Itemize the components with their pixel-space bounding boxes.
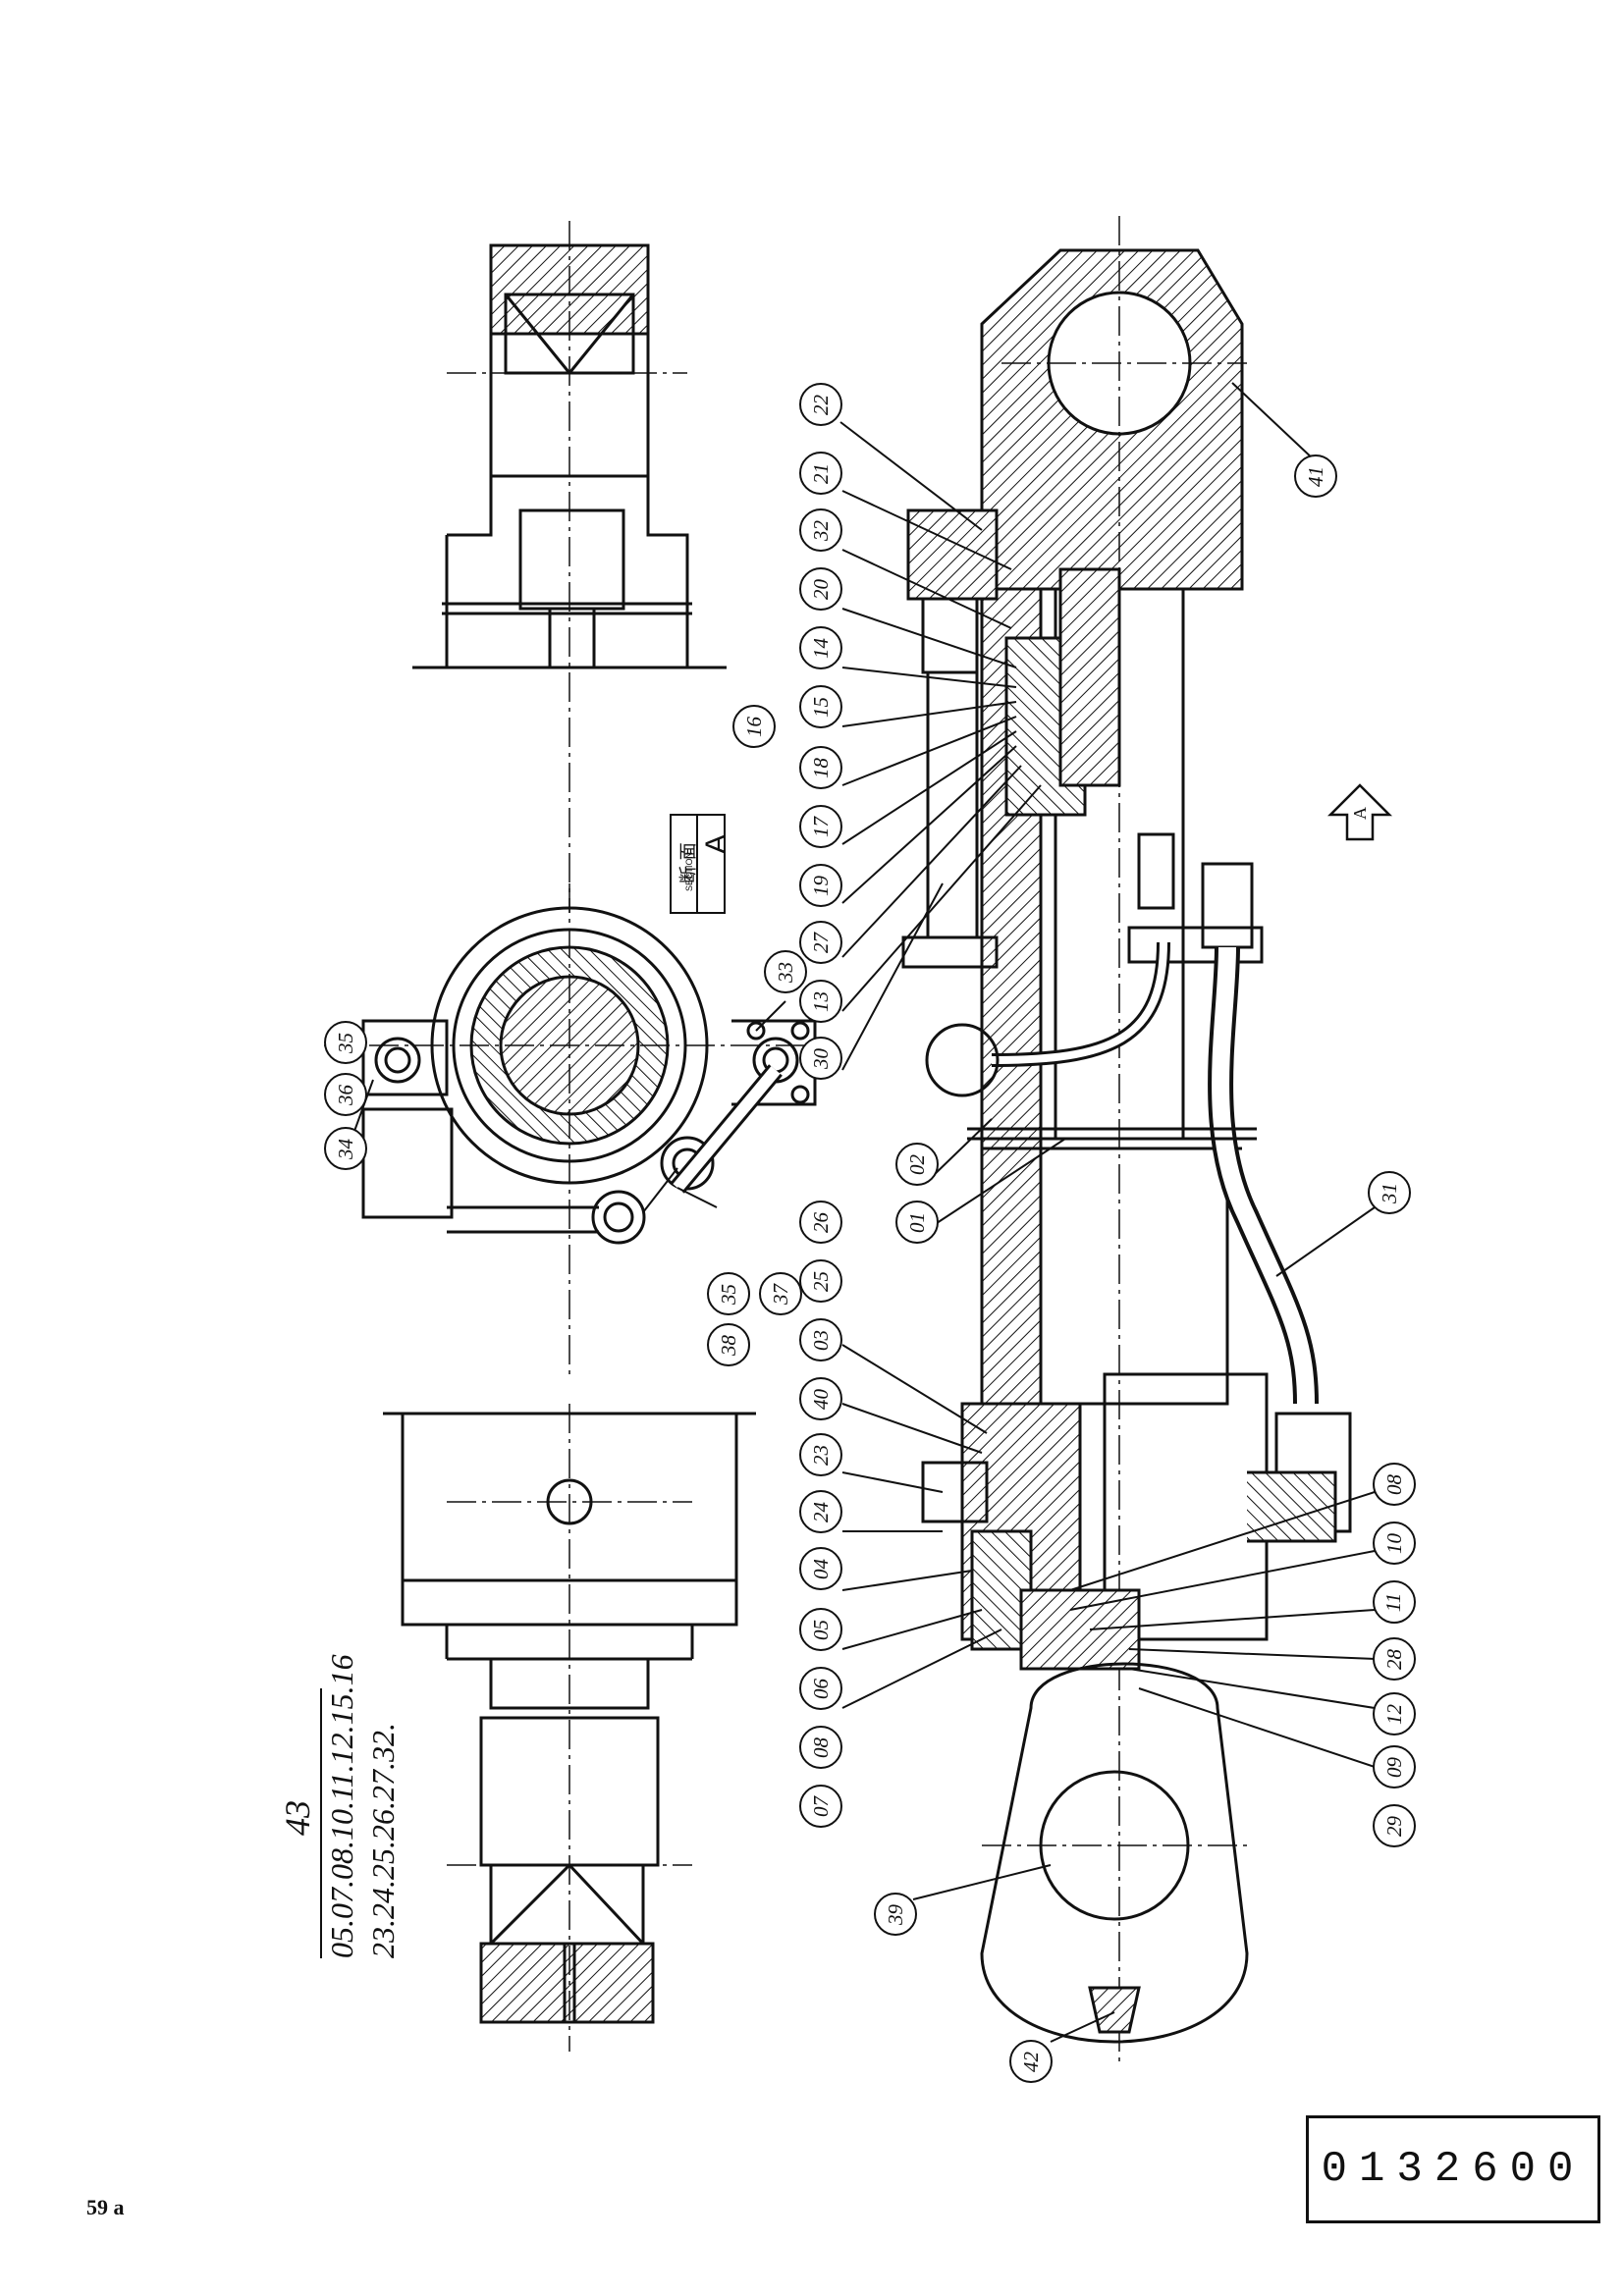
view-arrow-letter: A: [1350, 807, 1370, 820]
balloon-21: 21: [799, 452, 842, 495]
balloon-40-bottom: 40: [799, 1377, 842, 1420]
balloon-22: 22: [799, 383, 842, 426]
balloon-07-bottom: 07: [799, 1785, 842, 1828]
balloon-18: 18: [799, 746, 842, 789]
top-end-view: [412, 221, 727, 913]
balloon-20: 20: [799, 567, 842, 611]
balloon-32: 32: [799, 508, 842, 552]
balloon-30: 30: [799, 1037, 842, 1080]
balloon-25-bottom: 25: [799, 1259, 842, 1303]
balloon-01: 01: [895, 1201, 939, 1244]
balloon-15: 15: [799, 685, 842, 728]
bottom-end-view: [383, 1404, 756, 2052]
balloon-35b: 35: [707, 1272, 750, 1315]
section-letter: A: [700, 833, 732, 854]
balloon-10-right: 10: [1373, 1522, 1416, 1565]
leader-lines: [352, 382, 1376, 2043]
balloon-27: 27: [799, 921, 842, 964]
kit-line2: 23.24.25.26.27.32.: [365, 1723, 401, 1958]
balloon-36: 36: [324, 1073, 367, 1116]
balloon-33: 33: [764, 950, 807, 993]
balloon-11-right: 11: [1373, 1580, 1416, 1624]
balloon-06-bottom: 06: [799, 1667, 842, 1710]
balloon-02: 02: [895, 1143, 939, 1186]
balloon-31: 31: [1368, 1171, 1411, 1214]
kit-line1: 05.07.08.10.11.12.15.16: [324, 1654, 359, 1958]
balloon-39: 39: [874, 1893, 917, 1936]
balloon-23-bottom: 23: [799, 1433, 842, 1476]
balloon-12-right: 12: [1373, 1692, 1416, 1735]
balloon-08-right: 08: [1373, 1463, 1416, 1506]
balloon-05-bottom: 05: [799, 1608, 842, 1651]
section-en: SECTION: [684, 851, 694, 891]
balloon-26-bottom: 26: [799, 1201, 842, 1244]
cylinder-section: [901, 216, 1393, 2061]
balloon-35: 35: [324, 1021, 367, 1064]
balloon-37: 37: [759, 1272, 802, 1315]
page-number: 59 a: [86, 2195, 125, 2219]
balloon-24-bottom: 24: [799, 1490, 842, 1533]
balloon-34: 34: [324, 1127, 367, 1170]
section-a-view: [324, 814, 835, 1374]
section-a-label: 断 面 SECTION A: [671, 815, 732, 913]
balloon-13: 13: [799, 980, 842, 1023]
balloon-08-bottom: 08: [799, 1726, 842, 1769]
doc-number: 0132600: [1321, 2145, 1586, 2194]
balloon-04-bottom: 04: [799, 1547, 842, 1590]
balloon-17: 17: [799, 805, 842, 848]
balloon-group-16: 16: [732, 705, 776, 748]
balloon-41: 41: [1294, 454, 1337, 498]
balloon-29-right: 29: [1373, 1804, 1416, 1847]
balloon-38: 38: [707, 1323, 750, 1366]
balloon-09-right: 09: [1373, 1745, 1416, 1789]
balloon-14: 14: [799, 626, 842, 669]
kit-bracket: [320, 1688, 322, 1958]
balloon-28-right: 28: [1373, 1637, 1416, 1681]
balloon-03-bottom: 03: [799, 1318, 842, 1362]
kit-number: 43: [278, 1800, 317, 1836]
balloon-19: 19: [799, 864, 842, 907]
doc-number-box: 0132600: [1306, 2115, 1600, 2223]
balloon-42: 42: [1009, 2040, 1053, 2083]
